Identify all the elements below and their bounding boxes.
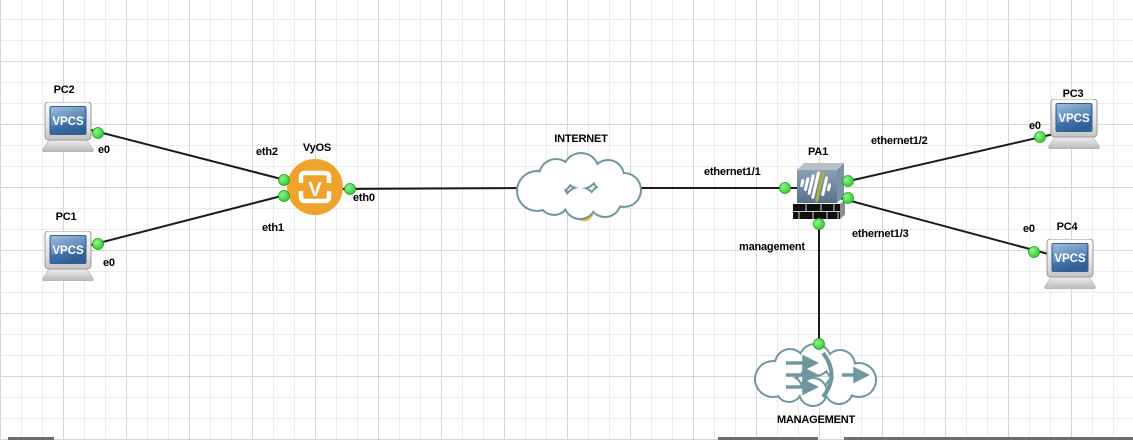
pc3-node[interactable]: VPCS xyxy=(1048,99,1100,149)
nat-icon xyxy=(786,351,870,399)
port-dot-pa1-mgmt xyxy=(813,218,825,230)
vyos-logo-letter: V xyxy=(308,179,322,201)
link-pc1-vyos[interactable] xyxy=(90,192,294,246)
pa1-label: PA1 xyxy=(808,146,828,158)
port-label-pc3-e0: e0 xyxy=(1029,120,1041,132)
link-pc2-vyos[interactable] xyxy=(90,129,294,183)
internet-cloud-node[interactable] xyxy=(516,152,642,222)
vpcs-screen-text: VPCS xyxy=(1054,253,1086,265)
port-dot-mgmt-cloud xyxy=(813,338,825,350)
port-label-pc1-e0: e0 xyxy=(103,257,115,269)
vyos-logo-brackets xyxy=(298,170,332,204)
vpcs-screen-text: VPCS xyxy=(1058,113,1090,125)
port-label-vyos-eth2: eth2 xyxy=(256,146,278,158)
port-dot-vyos-eth1 xyxy=(278,190,290,202)
pc1-node[interactable]: VPCS xyxy=(42,231,94,281)
pa1-brick-mortar xyxy=(793,204,840,219)
pa1-brick-side xyxy=(840,199,845,219)
port-dot-pc4-e0 xyxy=(1028,246,1040,258)
pa1-icon-top xyxy=(797,163,844,170)
management-cloud-node[interactable] xyxy=(754,343,877,407)
vyos-node[interactable]: V xyxy=(287,159,343,215)
link-lines xyxy=(90,129,1055,352)
pc4-label: PC4 xyxy=(1056,221,1078,233)
port-dot-pc3-e0 xyxy=(1034,131,1046,143)
pc2-node[interactable]: VPCS xyxy=(42,102,94,152)
vpcs-screen-text: VPCS xyxy=(52,116,84,128)
port-label-pc4-e0: e0 xyxy=(1023,223,1035,235)
port-dot-vyos-eth0 xyxy=(344,183,356,195)
link-vyos-internet[interactable] xyxy=(342,187,523,190)
management-cloud-label: MANAGEMENT xyxy=(776,414,856,426)
vyos-label: VyOS xyxy=(302,142,332,154)
port-dot-pa1-eth1-1 xyxy=(779,182,791,194)
pa1-wave-bars xyxy=(800,170,832,202)
port-dot-pa1-eth1-3 xyxy=(842,192,854,204)
port-label-pa1-ethernet1-1: ethernet1/1 xyxy=(704,166,761,178)
pa1-node[interactable] xyxy=(793,163,845,219)
port-status-dots xyxy=(92,127,1046,350)
port-dot-vyos-eth2 xyxy=(278,174,290,186)
link-pa1-pc4[interactable] xyxy=(835,196,1053,256)
bottom-edge-fragment xyxy=(844,437,1133,440)
port-dot-pc2-e0 xyxy=(92,127,104,139)
pc2-label: PC2 xyxy=(53,84,75,96)
pa1-icon-side xyxy=(837,163,844,203)
internet-label: INTERNET xyxy=(554,133,608,145)
port-label-vyos-eth1: eth1 xyxy=(262,222,284,234)
vpcs-screen-text: VPCS xyxy=(52,245,84,257)
port-label-vyos-eth0: eth0 xyxy=(353,192,375,204)
pc4-node[interactable]: VPCS xyxy=(1044,239,1096,289)
cloud-body xyxy=(518,154,640,218)
pc3-label: PC3 xyxy=(1062,88,1084,100)
link-pa1-pc3[interactable] xyxy=(835,133,1055,185)
port-label-pa1-ethernet1-3: ethernet1/3 xyxy=(852,228,909,240)
bottom-edge-fragment xyxy=(8,437,54,440)
port-label-pa1-ethernet1-2: ethernet1/2 xyxy=(871,135,928,147)
pc1-label: PC1 xyxy=(55,211,77,223)
port-dot-pa1-eth1-2 xyxy=(842,175,854,187)
port-dot-pc1-e0 xyxy=(92,238,104,250)
port-label-pa1-management: management xyxy=(739,241,805,253)
bottom-edge-fragment xyxy=(718,437,818,440)
port-label-pc2-e0: e0 xyxy=(98,144,110,156)
